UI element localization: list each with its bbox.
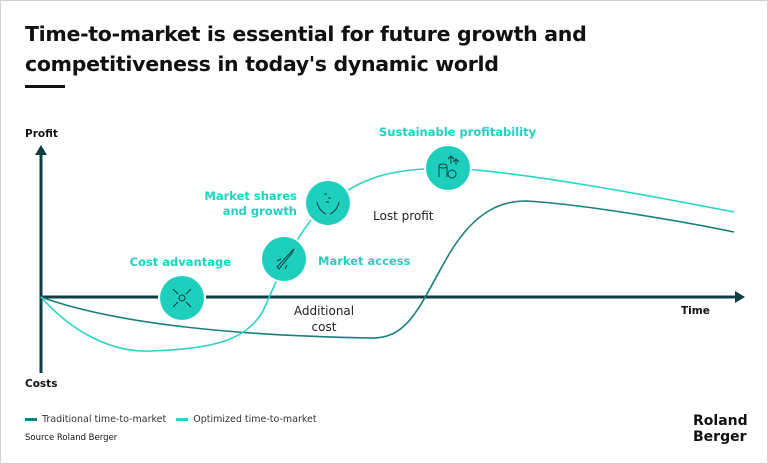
source-note: Source Roland Berger [25,433,118,443]
legend-item-traditional: Traditional time-to-market [25,414,166,425]
legend: Traditional time-to-market Optimized tim… [25,414,317,425]
legend-swatch [25,418,37,421]
coins-growth-icon [438,155,460,179]
milestone-label-sustainable-profitability: Sustainable profitability [379,125,537,139]
title-underline [25,85,65,88]
hands-holding-icon [316,193,340,215]
additional-cost-label: Additional cost [293,304,355,334]
milestone-label-market-access: Market access [318,254,411,268]
milestone-label-market-shares: Market shares and growth [204,189,297,218]
legend-label: Traditional time-to-market [42,414,167,425]
traditional-curve [40,200,735,339]
y-axis-arrowhead [35,145,47,155]
legend-item-optimized: Optimized time-to-market [176,414,317,425]
legend-label: Optimized time-to-market [193,414,317,425]
market-access-circle [260,235,308,283]
milestone-label-cost-advantage: Cost advantage [129,255,231,269]
lost-profit-label: Lost profit [373,209,434,223]
arrows-inward-icon [172,288,192,308]
x-axis-label-time: Time [681,305,710,317]
rocket-icon [276,248,295,270]
sustainable-profitability-circle [424,144,472,192]
y-axis-label-profit: Profit [25,128,58,140]
market-shares-circle [304,179,352,227]
legend-swatch [176,418,189,421]
cost-advantage-circle [158,274,206,322]
optimized-curve [40,167,735,352]
x-axis-arrowhead [735,291,745,303]
page-title: Time-to-market is essential for future g… [25,22,587,76]
y-axis-label-costs: Costs [25,378,58,390]
